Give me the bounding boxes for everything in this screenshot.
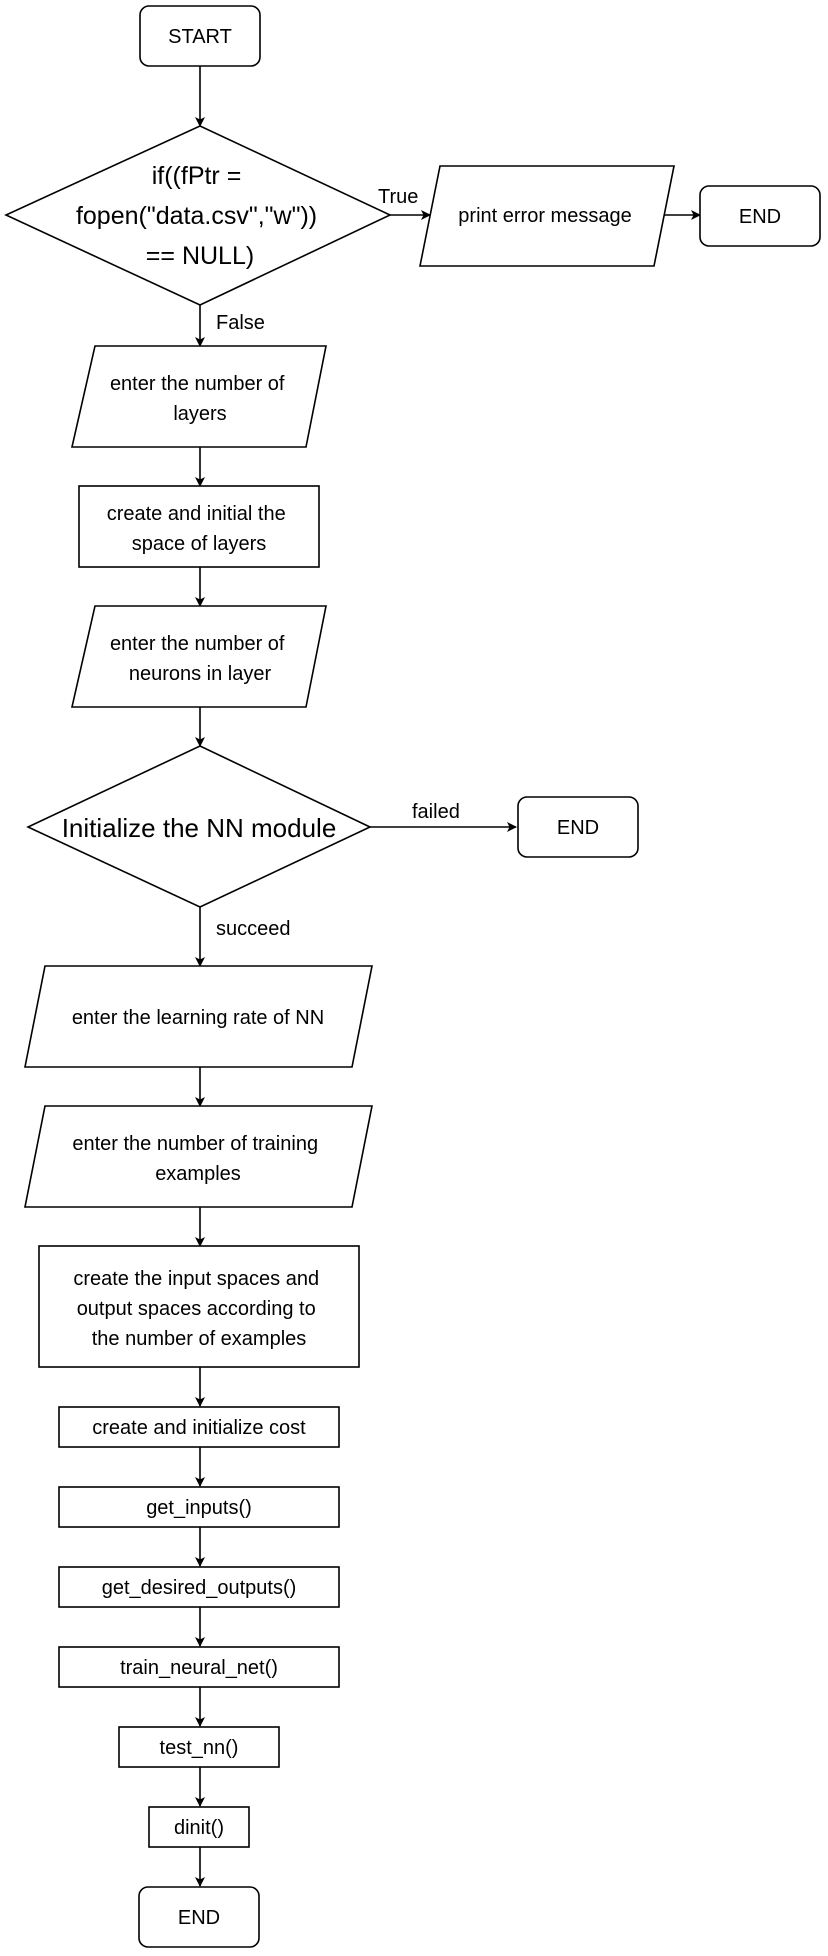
edge-label-true: True — [378, 186, 418, 208]
create-spaces-text: create the input spaces and output space… — [73, 1268, 324, 1350]
train-process: train_neural_net() — [58, 1646, 340, 1688]
get-inputs-label: get_inputs() — [146, 1497, 252, 1519]
input-layers-text: enter the number of layers — [110, 373, 290, 425]
create-layers-line-2: space of layers — [132, 533, 267, 555]
input-neurons-text: enter the number of neurons in layer — [110, 633, 290, 685]
get-inputs-process: get_inputs() — [58, 1486, 340, 1528]
start-terminal: START — [139, 5, 261, 67]
decision-fopen-line-3: == NULL) — [146, 242, 254, 270]
edge-label-false: False — [216, 312, 265, 334]
end-failed-terminal: END — [517, 796, 639, 858]
train-label: train_neural_net() — [120, 1657, 278, 1679]
end-final-label: END — [178, 1907, 220, 1929]
end-error-terminal: END — [699, 185, 821, 247]
create-spaces-line-2: output spaces according to — [77, 1298, 316, 1320]
end-error-label: END — [739, 206, 781, 228]
input-examples-line-1: enter the number of training — [72, 1133, 318, 1155]
get-desired-process: get_desired_outputs() — [58, 1566, 340, 1608]
end-failed-label: END — [557, 817, 599, 839]
test-process: test_nn() — [118, 1726, 280, 1768]
input-examples-text: enter the number of training examples — [72, 1133, 323, 1185]
input-layers-line-2: layers — [173, 403, 226, 425]
input-layers-io: enter the number of layers — [70, 345, 327, 448]
input-lr-label: enter the learning rate of NN — [72, 1007, 324, 1029]
input-neurons-line-1: enter the number of — [110, 633, 285, 655]
edge-label-failed: failed — [412, 801, 460, 823]
print-error-label: print error message — [458, 205, 631, 227]
create-layers-text: create and initial the space of layers — [107, 503, 292, 555]
decision-fopen: if((fPtr = fopen("data.csv","w")) == NUL… — [4, 125, 392, 306]
input-neurons-io: enter the number of neurons in layer — [70, 605, 327, 708]
dinit-label: dinit() — [174, 1817, 224, 1839]
create-spaces-line-1: create the input spaces and — [73, 1268, 319, 1290]
input-layers-line-1: enter the number of — [110, 373, 285, 395]
get-desired-label: get_desired_outputs() — [102, 1577, 297, 1599]
input-lr-io: enter the learning rate of NN — [24, 965, 373, 1068]
edge-label-succeed: succeed — [216, 918, 291, 940]
create-cost-label: create and initialize cost — [92, 1417, 306, 1439]
decision-fopen-line-2: fopen("data.csv","w")) — [76, 202, 317, 230]
input-examples-line-2: examples — [155, 1163, 241, 1185]
create-layers-process: create and initial the space of layers — [78, 485, 320, 568]
decision-fopen-line-1: if((fPtr = — [152, 162, 242, 190]
create-spaces-line-3: the number of examples — [92, 1328, 307, 1350]
end-final-terminal: END — [138, 1886, 260, 1948]
start-label: START — [168, 26, 232, 48]
print-error-io: print error message — [419, 165, 675, 267]
decision-init-label: Initialize the NN module — [62, 813, 337, 843]
dinit-process: dinit() — [148, 1806, 250, 1848]
decision-init: Initialize the NN module — [26, 745, 372, 908]
create-spaces-process: create the input spaces and output space… — [38, 1245, 360, 1368]
input-neurons-line-2: neurons in layer — [129, 663, 272, 685]
decision-fopen-text: if((fPtr = fopen("data.csv","w")) == NUL… — [76, 162, 324, 270]
input-examples-io: enter the number of training examples — [24, 1105, 373, 1208]
create-cost-process: create and initialize cost — [58, 1406, 340, 1448]
test-label: test_nn() — [160, 1737, 239, 1759]
edges — [195, 66, 701, 1887]
create-layers-line-1: create and initial the — [107, 503, 286, 525]
